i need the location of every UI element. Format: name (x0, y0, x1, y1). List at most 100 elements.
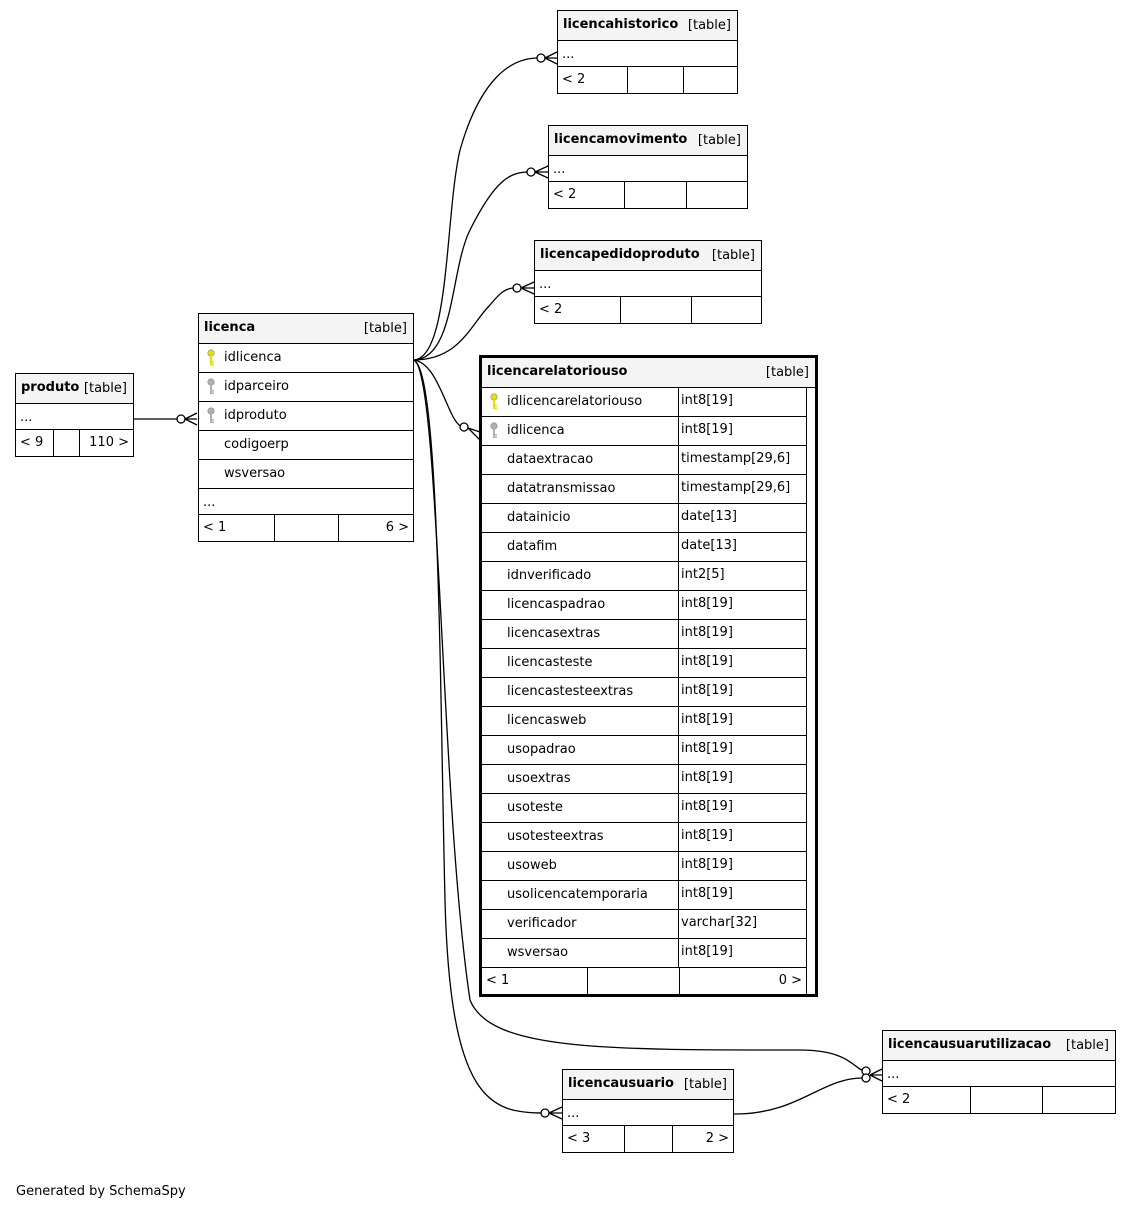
table-licencausuarutilizacao[interactable]: licencausuarutilizacao [table] ... < 2 (882, 1030, 1116, 1114)
column-type: int8[19] (678, 388, 733, 417)
column-name: wsversao (224, 466, 286, 481)
column-name: datainicio (507, 510, 571, 525)
column-name: codigoerp (224, 437, 289, 452)
column-row[interactable]: datatransmissao timestamp[29,6] (482, 475, 806, 504)
more-columns: ... (199, 489, 413, 515)
column-name: idnverificado (507, 568, 592, 583)
table-header: licencarelatoriouso [table] (482, 358, 815, 388)
children-count (1043, 1087, 1115, 1113)
table-footer: < 2 (558, 67, 737, 93)
column-name: idparceiro (224, 379, 289, 394)
column-name: licencaspadrao (507, 597, 606, 612)
column-name: dataextracao (507, 452, 594, 467)
table-name: produto (21, 380, 80, 395)
table-licencausuario[interactable]: licencausuario [table] ... < 3 2 > (562, 1069, 734, 1153)
column-type: int8[19] (678, 852, 733, 881)
table-licencapedidoproduto[interactable]: licencapedidoproduto [table] ... < 2 (534, 240, 762, 324)
table-footer: < 2 (883, 1087, 1115, 1113)
edge-licenca-licencahistorico (412, 57, 539, 361)
column-row[interactable]: wsversao (199, 460, 413, 489)
column-name: usolicencatemporaria (507, 887, 648, 902)
footer-middle (588, 968, 680, 994)
more-columns: ... (558, 41, 737, 67)
table-header: licencahistorico [table] (558, 11, 737, 41)
column-name: verificador (507, 916, 577, 931)
children-count: 110 > (79, 430, 133, 456)
column-row[interactable]: dataextracao timestamp[29,6] (482, 446, 806, 475)
column-name: datafim (507, 539, 558, 554)
column-name: usopadrao (507, 742, 576, 757)
generated-by-credit: Generated by SchemaSpy (16, 1184, 186, 1199)
table-kind: [table] (765, 365, 809, 380)
column-row[interactable]: idlicenca (199, 344, 413, 373)
column-type: int8[19] (678, 823, 733, 852)
column-row[interactable]: verificador varchar[32] (482, 910, 806, 939)
column-type: timestamp[29,6] (678, 475, 790, 504)
parents-count: < 9 (16, 430, 54, 456)
parents-count: < 2 (549, 182, 625, 208)
primary-key-icon (489, 393, 499, 411)
more-columns: ... (563, 1100, 733, 1126)
table-footer: < 2 (549, 182, 747, 208)
children-count (684, 67, 737, 93)
column-row[interactable]: licencaspadrao int8[19] (482, 591, 806, 620)
table-licencamovimento[interactable]: licencamovimento [table] ... < 2 (548, 125, 748, 209)
column-row[interactable]: licencasweb int8[19] (482, 707, 806, 736)
column-type: date[13] (678, 533, 737, 562)
column-type: int8[19] (678, 620, 733, 649)
column-type: int8[19] (678, 591, 733, 620)
column-type: timestamp[29,6] (678, 446, 790, 475)
footer-middle (54, 430, 79, 456)
table-footer: < 9 110 > (16, 430, 133, 456)
edge-licenca-licencarelatoriouso (412, 359, 464, 428)
column-name: datatransmissao (507, 481, 616, 496)
table-kind: [table] (683, 1077, 727, 1092)
column-name: wsversao (507, 945, 569, 960)
column-row[interactable]: idproduto (199, 402, 413, 431)
foreign-key-icon (206, 407, 216, 425)
footer-middle (971, 1087, 1043, 1113)
table-footer: < 1 0 > (482, 968, 807, 994)
table-footer: < 3 2 > (563, 1126, 733, 1152)
table-name: licencamovimento (554, 132, 688, 147)
column-row[interactable]: codigoerp (199, 431, 413, 460)
table-produto[interactable]: produto [table] ... < 9 110 > (15, 373, 134, 457)
column-type: varchar[32] (678, 910, 757, 939)
table-header: produto [table] (16, 374, 133, 404)
table-licencahistorico[interactable]: licencahistorico [table] ... < 2 (557, 10, 738, 94)
footer-middle (625, 182, 687, 208)
footer-middle (275, 515, 338, 541)
column-type: int8[19] (678, 794, 733, 823)
table-name: licencarelatoriouso (487, 364, 628, 379)
column-row[interactable]: idparceiro (199, 373, 413, 402)
table-header: licencausuarutilizacao [table] (883, 1031, 1115, 1061)
parents-count: < 1 (482, 968, 588, 994)
column-name: licencasweb (507, 713, 587, 728)
table-footer: < 1 6 > (199, 515, 413, 541)
table-licencarelatoriouso[interactable]: licencarelatoriouso [table] idlicencarel… (479, 355, 818, 997)
column-row[interactable]: datafim date[13] (482, 533, 806, 562)
table-name: licenca (204, 320, 256, 335)
table-kind: [table] (697, 133, 741, 148)
more-columns: ... (883, 1061, 1115, 1087)
column-name: licencastesteextras (507, 684, 634, 699)
column-type: int8[19] (678, 765, 733, 794)
column-type: int8[19] (678, 707, 733, 736)
primary-key-icon (206, 349, 216, 367)
